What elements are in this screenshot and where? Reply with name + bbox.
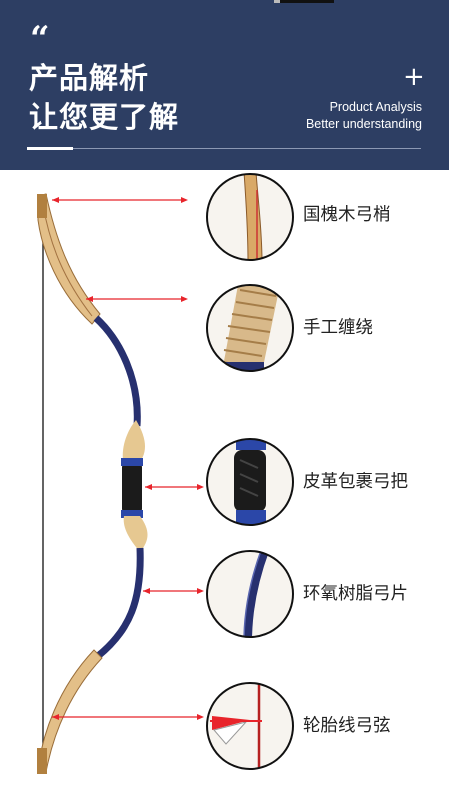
lower-tip-nock [37, 748, 47, 774]
detail-circle-limb [206, 550, 294, 638]
leather-grip [122, 462, 142, 514]
arrow-3 [145, 484, 204, 490]
arrow-1 [52, 197, 188, 203]
detail-circle-string [206, 682, 294, 770]
feature-label-limb: 环氧树脂弓片 [303, 584, 408, 604]
feature-label-wrap: 手工缠绕 [303, 318, 373, 338]
detail-circle-tip [206, 173, 294, 261]
arrow-4 [143, 588, 204, 594]
detail-circle-grip [206, 438, 294, 526]
plus-icon: + [403, 62, 425, 92]
subtitle-english-2: Better understanding [305, 117, 422, 131]
bow-diagram [37, 173, 294, 774]
header-banner: “ 产品解析 让您更了解 + Product Analysis Better u… [0, 0, 449, 170]
detail-circle-wrap [206, 284, 294, 372]
grip-wrap-bottom [121, 510, 143, 518]
bow-riser [122, 420, 145, 466]
page-title-line1: 产品解析 [29, 61, 150, 95]
upper-bow-tip [37, 193, 101, 325]
subtitle-english-1: Product Analysis [329, 100, 422, 114]
feature-label-grip: 皮革包裹弓把 [303, 472, 408, 492]
page-title-line2: 让您更了解 [29, 100, 180, 134]
quote-icon: “ [30, 19, 50, 59]
feature-label-string: 轮胎线弓弦 [303, 716, 391, 736]
arrow-5 [52, 714, 204, 720]
grip-wrap-top [121, 458, 143, 466]
feature-label-tip: 国槐木弓梢 [303, 205, 391, 225]
header-divider-accent [27, 147, 73, 150]
arrow-2 [86, 296, 188, 302]
tip-grain [42, 204, 93, 317]
riser-lower [123, 516, 148, 552]
top-decoration [274, 0, 334, 3]
header-divider [73, 148, 421, 149]
lower-limb [95, 547, 144, 659]
lower-bow-tip [37, 649, 103, 773]
upper-limb [93, 315, 141, 427]
upper-tip-nock [37, 194, 47, 218]
